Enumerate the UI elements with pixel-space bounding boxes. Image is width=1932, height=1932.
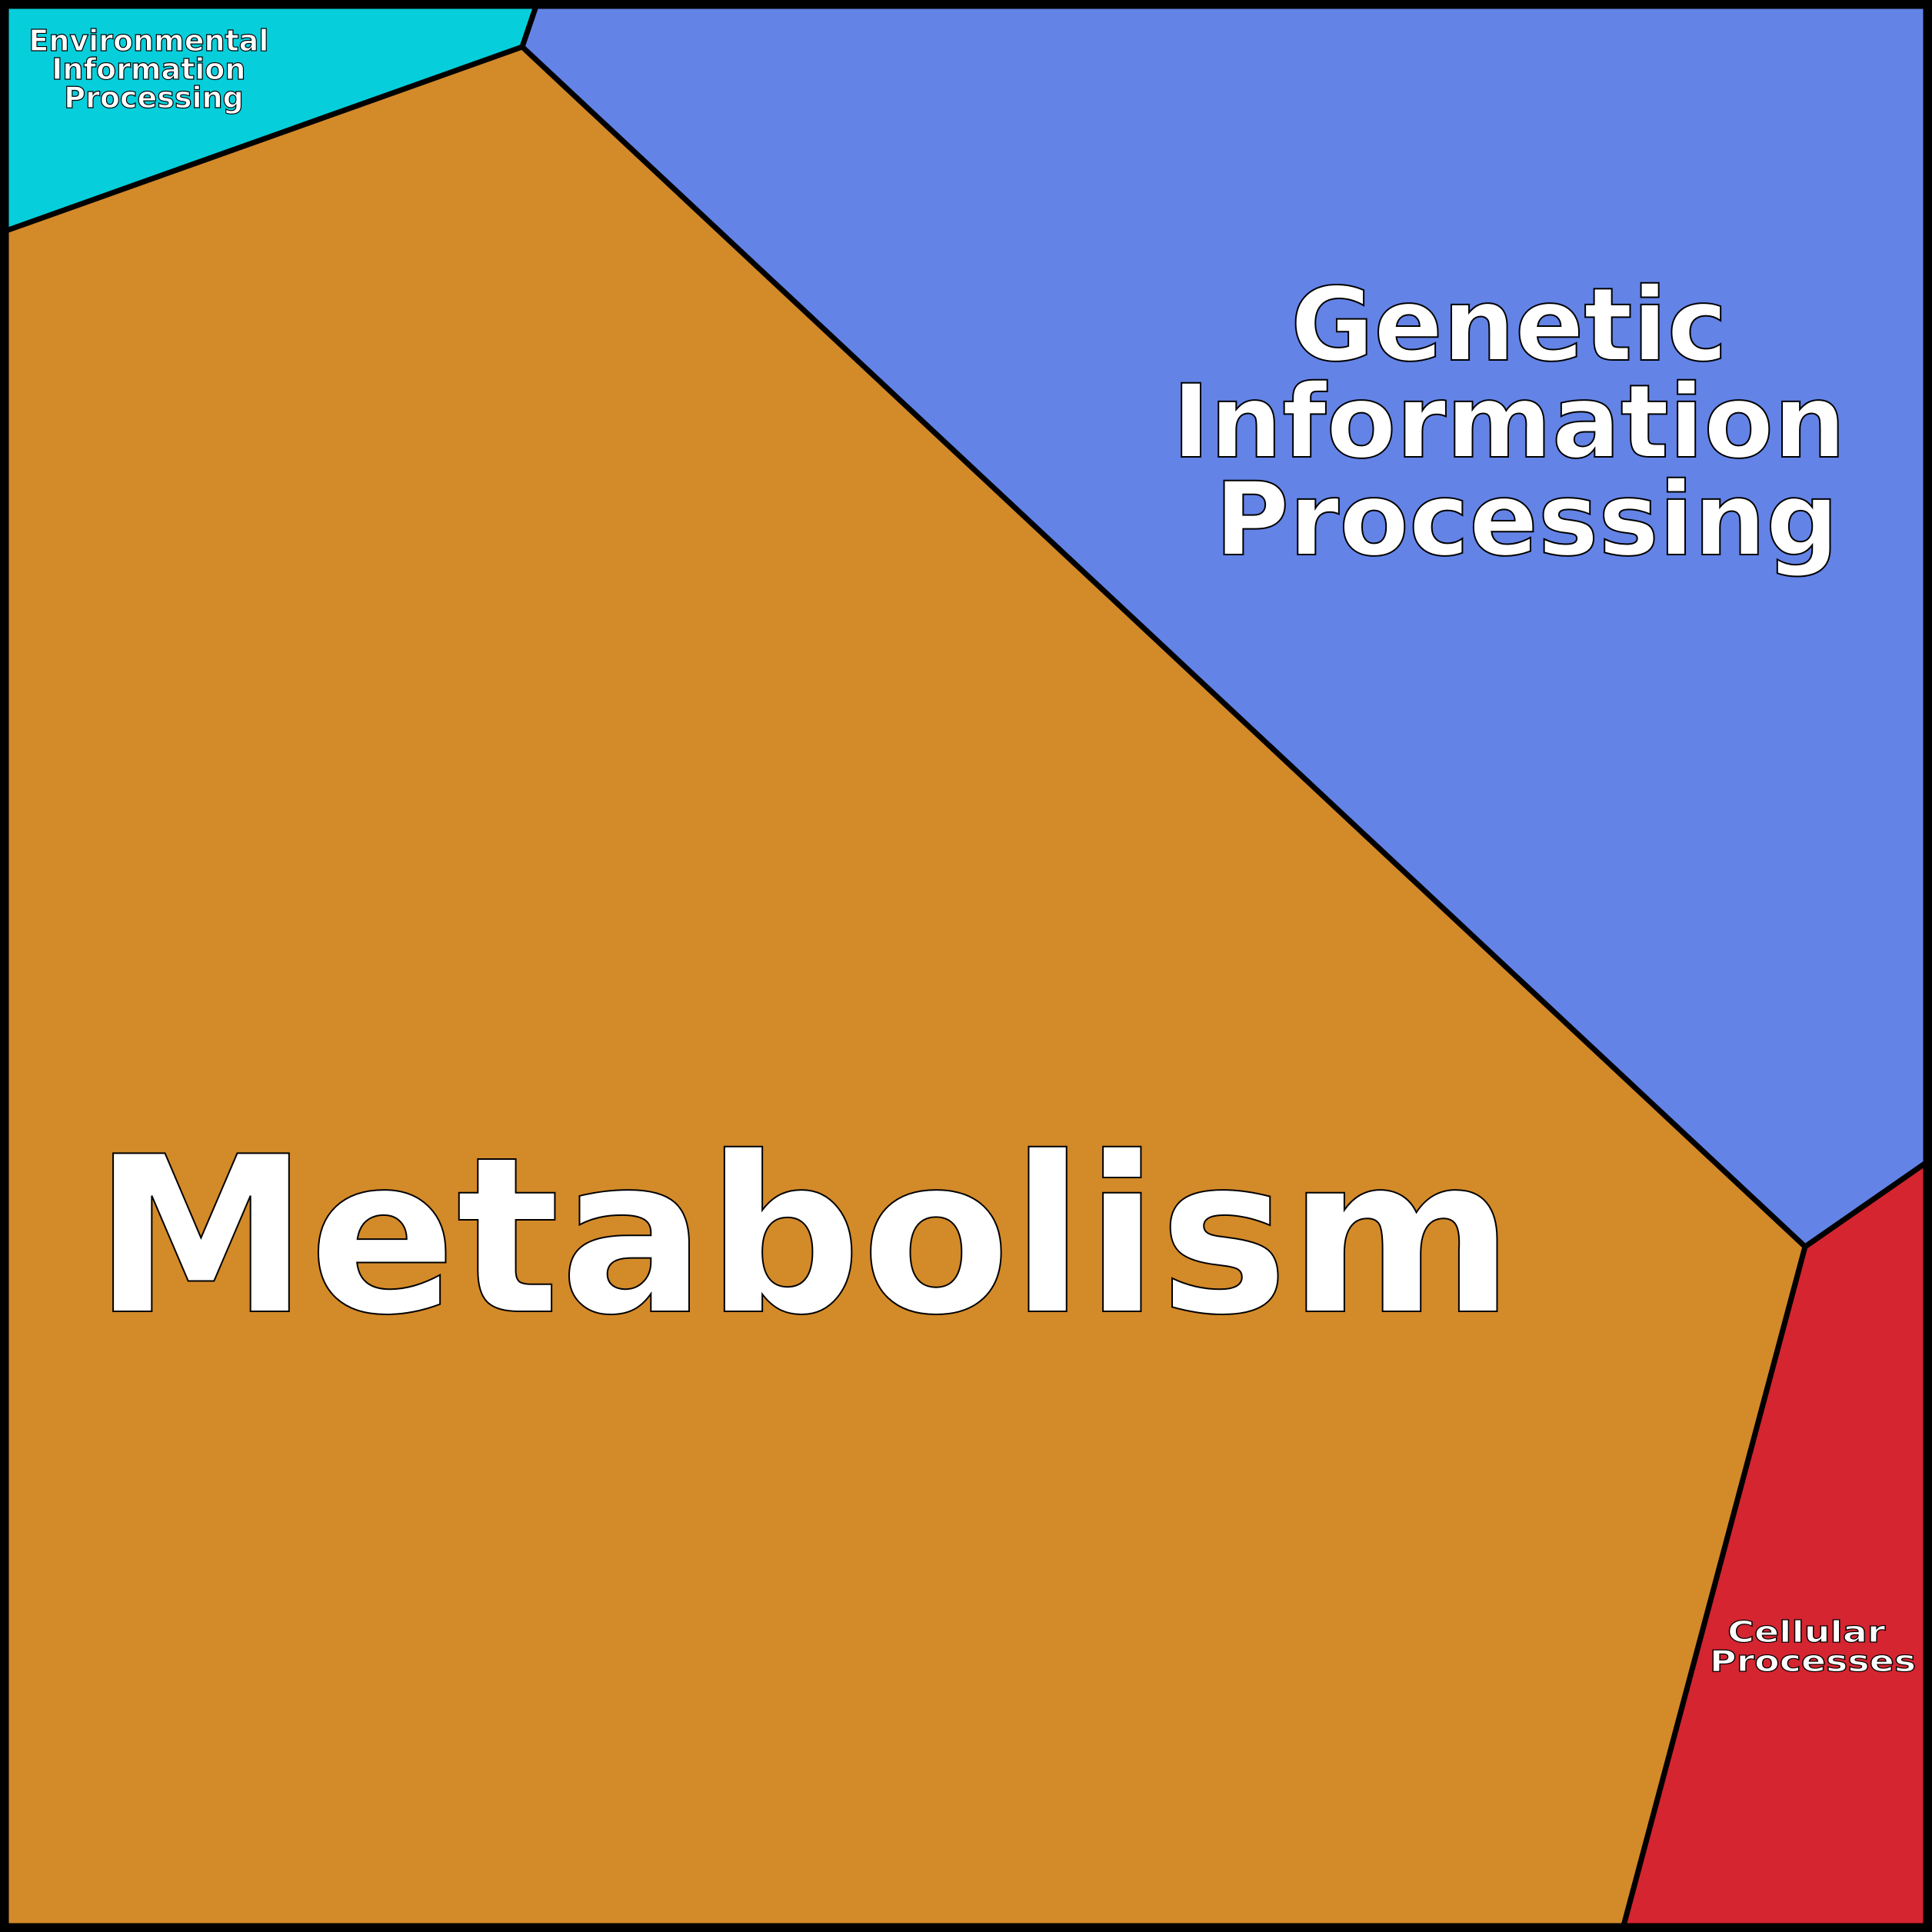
label-line: Genetic [1291,266,1727,385]
label-line: Information [52,52,245,86]
label-line: Processing [1214,461,1838,579]
label-genetic-information-processing: Genetic Information Processing [1172,266,1881,579]
label-line: Cellular [1727,1616,1886,1650]
label-line: Processing [64,81,244,115]
label-environmental-information-processing: Environmental Information Processing [28,24,278,115]
label-line: Environmental [28,24,268,58]
label-line: Processes [1710,1645,1916,1679]
label-metabolism: Metabolism [93,1110,1514,1363]
label-line: Information [1172,363,1846,481]
label-cellular-processes: Cellular Processes [1710,1616,1916,1679]
label-line: Metabolism [93,1110,1514,1363]
